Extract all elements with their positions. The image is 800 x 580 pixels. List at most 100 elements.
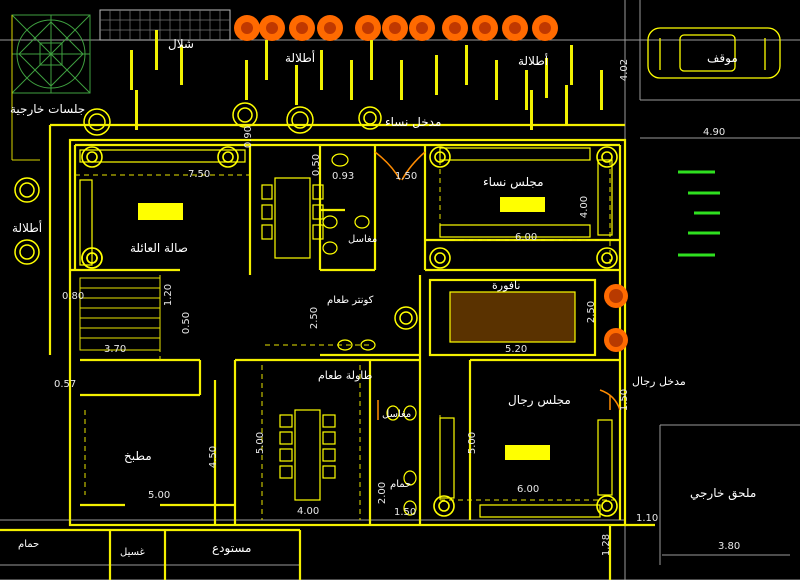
- column-inner: [434, 252, 446, 264]
- dim-150c: 1.50: [619, 388, 631, 412]
- tree-center: [539, 22, 551, 34]
- column: [429, 146, 451, 168]
- garden-post: [565, 85, 568, 125]
- tree-row: [234, 15, 558, 41]
- label-sinks-2: مغاسل: [382, 409, 412, 420]
- label-family-hall: صالة العائلة: [130, 241, 188, 255]
- garden-post: [130, 50, 133, 90]
- label-women-entrance: مدخل نساء: [385, 115, 442, 129]
- label-men-entrance: مدخل رجال: [632, 375, 686, 388]
- label-dining-table: طاولة طعام: [318, 369, 373, 382]
- garden-post: [295, 65, 298, 105]
- label-men-majlis: مجلس رجال: [508, 393, 571, 407]
- dim-200: 2.00: [377, 481, 389, 505]
- dim-600a: 6.00: [515, 232, 538, 243]
- garden-post: [320, 50, 323, 90]
- dim-402: 4.02: [619, 58, 631, 82]
- dim-500b: 5.00: [255, 431, 267, 455]
- label-pergola: شلال: [168, 37, 194, 51]
- tree-center: [479, 22, 491, 34]
- dashed-lines: [75, 160, 615, 520]
- garden-post: [495, 60, 498, 100]
- garden-post: [570, 45, 573, 85]
- garden-post: [600, 70, 603, 110]
- label-terrace-top: أطلالة: [285, 51, 316, 65]
- column-inner: [222, 151, 234, 163]
- dim-128: 1.28: [601, 533, 613, 557]
- garden-post: [530, 90, 533, 130]
- garden-posts: [130, 30, 603, 130]
- column: [433, 495, 455, 517]
- dim-490: 4.90: [703, 127, 726, 138]
- tree-center: [389, 22, 401, 34]
- column: [81, 146, 103, 168]
- tree-markers: [14, 102, 382, 265]
- label-women-majlis: مجلس نساء: [483, 175, 544, 189]
- column: [596, 495, 618, 517]
- dim-050b: 0.50: [181, 311, 193, 335]
- label-external-annex: ملحق خارجي: [690, 486, 757, 500]
- tree-center: [324, 22, 336, 34]
- dim-090: 0.90: [243, 125, 255, 149]
- garden-post: [400, 60, 403, 100]
- doors: [374, 151, 621, 420]
- label-bathroom: حمام: [18, 539, 40, 550]
- tree-center: [416, 22, 428, 34]
- interior-walls: [0, 145, 655, 580]
- column: [596, 146, 618, 168]
- garden-post: [370, 40, 373, 80]
- dim-520: 5.20: [505, 344, 528, 355]
- tree-center: [509, 22, 521, 34]
- label-terrace-left: أطلالة: [12, 221, 43, 235]
- label-kitchen: مطبخ: [124, 449, 152, 463]
- tree-center: [296, 22, 308, 34]
- garden-post: [525, 70, 528, 110]
- dim-400b: 4.00: [297, 506, 320, 517]
- tree-center: [266, 22, 278, 34]
- garden-post: [350, 60, 353, 100]
- dim-250b: 2.50: [586, 300, 598, 324]
- tree-center: [241, 22, 253, 34]
- column-inner: [601, 151, 613, 163]
- garden-post: [265, 40, 268, 80]
- dim-450: 4.50: [208, 445, 220, 469]
- fountain-trees: [394, 284, 628, 352]
- column: [596, 247, 618, 269]
- label-parking: موقف: [707, 51, 738, 65]
- staircase: [79, 277, 161, 351]
- paved-area: [99, 9, 231, 41]
- dim-400a: 4.00: [579, 195, 591, 219]
- dim-500c: 5.00: [467, 431, 479, 455]
- parking-stripes: [678, 170, 720, 257]
- label-storage: مستودع: [212, 541, 252, 555]
- label-outdoor-seating: جلسات خارجية: [10, 102, 86, 116]
- car: [647, 27, 781, 79]
- label-laundry: غسيل: [120, 547, 145, 558]
- dim-093: 0.93: [332, 171, 355, 182]
- label-food-counter: كونتر طعام: [327, 295, 374, 306]
- garden-post: [435, 55, 438, 95]
- outdoor-seating-gazebo: [11, 14, 91, 94]
- column: [217, 146, 239, 168]
- dim-600b: 6.00: [517, 484, 540, 495]
- tree-center: [362, 22, 374, 34]
- garden-post: [245, 60, 248, 100]
- tree-center: [449, 22, 461, 34]
- dim-080: 0.80: [62, 291, 85, 302]
- label-fountain: نافورة: [492, 279, 521, 292]
- label-terrace-right: أطلالة: [518, 54, 549, 68]
- dim-150b: 1.50: [394, 507, 417, 518]
- label-sinks-1: مغاسل: [348, 234, 378, 245]
- label-bathroom-2: حمام: [390, 479, 412, 490]
- dim-110: 1.10: [636, 513, 659, 524]
- dim-057: 0.57: [54, 379, 77, 390]
- furniture: [79, 147, 613, 518]
- dim-370: 3.70: [104, 344, 127, 355]
- column-inner: [601, 252, 613, 264]
- garden-post: [180, 45, 183, 85]
- garden-post: [155, 30, 158, 70]
- site-boundary-left: [11, 15, 40, 161]
- light-fixtures: [138, 197, 550, 460]
